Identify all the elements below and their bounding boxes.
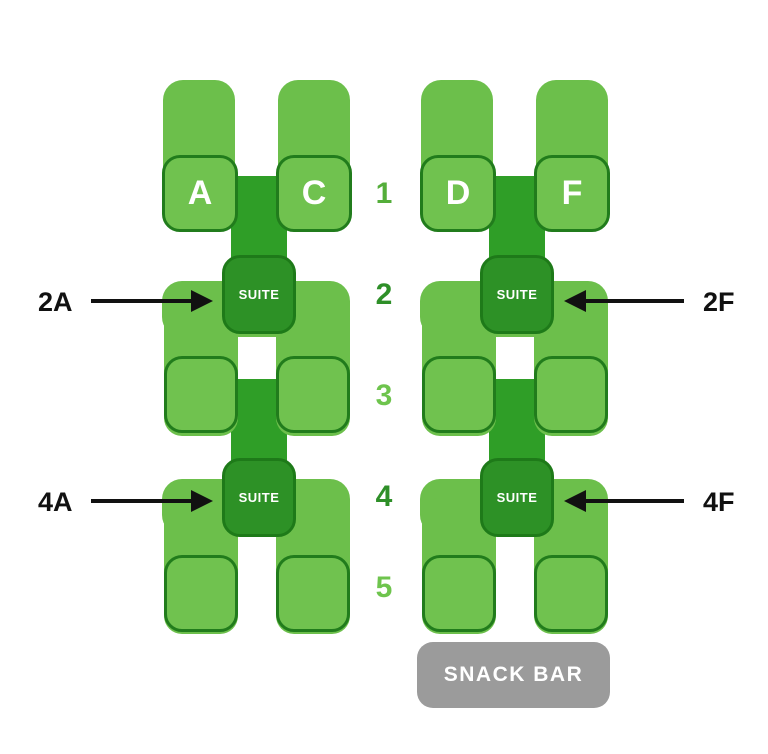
snack-bar: SNACK BAR (417, 642, 610, 708)
seat-1f[interactable]: F (534, 155, 610, 232)
row-number-3: 3 (375, 379, 393, 412)
suite-4f-label: SUITE (496, 490, 538, 505)
seat-3d[interactable] (422, 356, 496, 433)
callout-2a-arrow-line (91, 299, 191, 303)
seat-5d[interactable] (422, 555, 496, 632)
callout-2a-arrow-right-icon (191, 290, 213, 312)
callout-4f-arrow-line (585, 499, 684, 503)
seat-3f[interactable] (534, 356, 608, 433)
row-number-4: 4 (375, 480, 393, 513)
callout-2f-arrow-line (585, 299, 684, 303)
callout-4a-arrow-line (91, 499, 191, 503)
suite-4a-label: SUITE (238, 490, 280, 505)
seat-5c[interactable] (276, 555, 350, 632)
suite-2f-label: SUITE (496, 287, 538, 302)
callout-4f-arrow-left-icon (564, 490, 586, 512)
callout-4a-arrow-right-icon (191, 490, 213, 512)
snack-bar-label: SNACK BAR (443, 663, 584, 686)
suite-2f[interactable]: SUITE (480, 255, 554, 334)
seat-3a[interactable] (164, 356, 238, 433)
callout-label-2f: 2F (703, 287, 735, 317)
callout-label-4a: 4A (38, 487, 73, 517)
row-number-1: 1 (375, 177, 393, 210)
seat-1a[interactable]: A (162, 155, 238, 232)
seat-1d[interactable]: D (420, 155, 496, 232)
seat-1c-label: C (301, 174, 327, 212)
seat-1d-label: D (445, 174, 471, 212)
row-number-2: 2 (375, 278, 393, 311)
callout-label-2a: 2A (38, 287, 73, 317)
seat-1a-label: A (187, 174, 213, 212)
seat-5f[interactable] (534, 555, 608, 632)
suite-2a-label: SUITE (238, 287, 280, 302)
callout-label-4f: 4F (703, 487, 735, 517)
callout-2f-arrow-left-icon (564, 290, 586, 312)
seat-5a[interactable] (164, 555, 238, 632)
row-number-5: 5 (375, 571, 393, 604)
seat-3c[interactable] (276, 356, 350, 433)
seat-1c[interactable]: C (276, 155, 352, 232)
suite-4a[interactable]: SUITE (222, 458, 296, 537)
suite-2a[interactable]: SUITE (222, 255, 296, 334)
seat-1f-label: F (561, 174, 583, 212)
suite-4f[interactable]: SUITE (480, 458, 554, 537)
